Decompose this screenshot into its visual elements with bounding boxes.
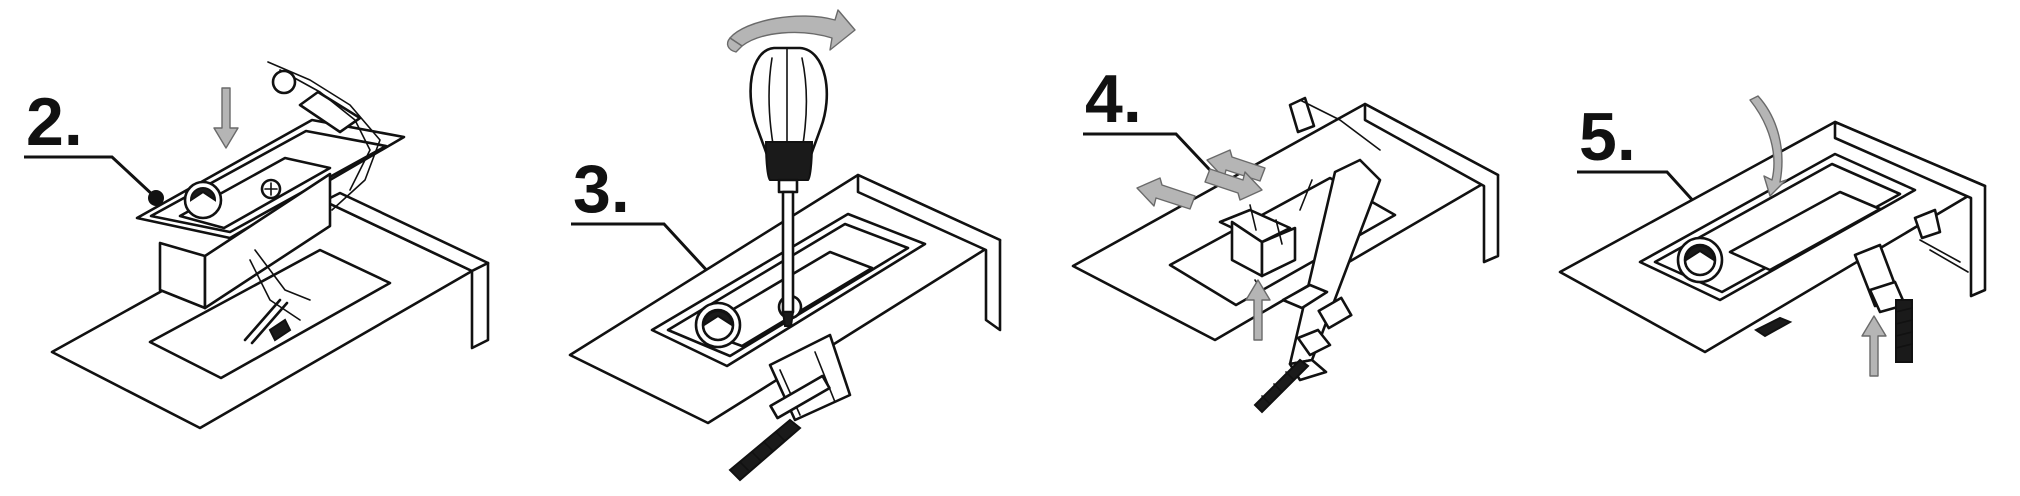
step-4-panel: 4.: [1071, 61, 1500, 414]
step-3-rotate-arrow: [726, 9, 856, 53]
step-2-label: 2.: [26, 84, 83, 160]
step-2-mounting-panel: [50, 191, 490, 430]
step-4-label: 4.: [1085, 61, 1142, 137]
step-2-panel: 2.: [24, 61, 490, 430]
step-3-leader-line: [571, 222, 713, 277]
step-5-underside-hardware: [1754, 208, 1969, 363]
step-2-leader-dot: [148, 190, 164, 206]
step-4-clamp: [1253, 158, 1382, 414]
step-2-latch: [135, 61, 406, 345]
step-4-arrow-left-lower: [1136, 177, 1196, 210]
step-4-leader-line: [1083, 132, 1227, 188]
step-2-push-arrow: [213, 87, 239, 149]
step-5-curved-down-arrow: [1749, 95, 1787, 197]
step-5-up-arrow: [1861, 315, 1887, 377]
step-3-underside-hardware: [728, 333, 852, 482]
step-5-latch: [1638, 152, 1917, 302]
step-2-leader-line: [24, 155, 157, 199]
step-4-arrow-up: [1245, 279, 1271, 341]
step-5-arrows: [1749, 95, 1887, 377]
step-5-panel: 5.: [1558, 95, 1987, 377]
step-5-label: 5.: [1579, 99, 1636, 175]
step-3-label: 3.: [573, 151, 630, 227]
step-4-latch: [1218, 96, 1381, 278]
step-4-arrows: [1136, 149, 1271, 341]
step-3-screwdriver: [749, 46, 829, 327]
step-3-panel: 3.: [568, 9, 1002, 482]
step-4-arrow-right: [1204, 168, 1263, 201]
step-4-mounting-panel: [1071, 102, 1500, 342]
